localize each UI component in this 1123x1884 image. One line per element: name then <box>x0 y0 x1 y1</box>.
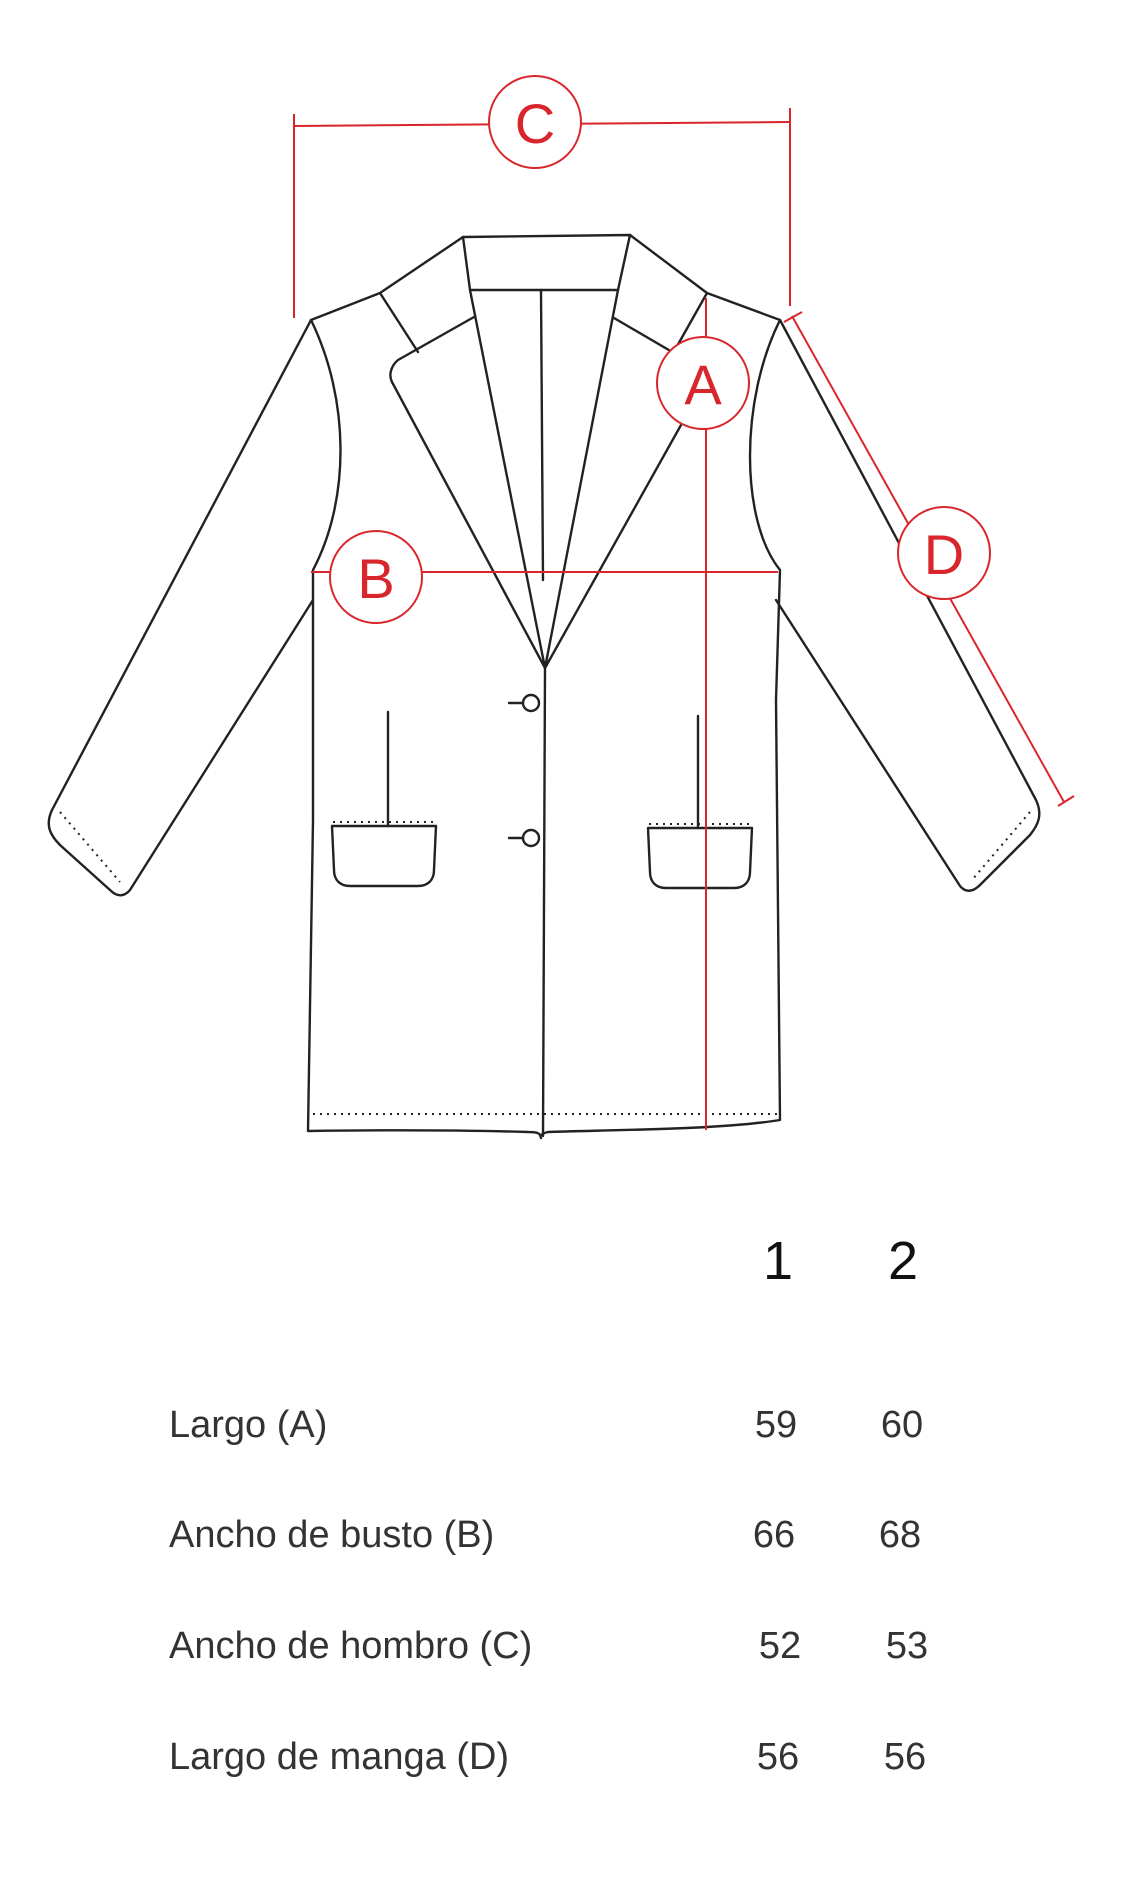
marker-b: B <box>329 530 423 624</box>
row-label: Largo (A) <box>169 1404 328 1446</box>
stitching <box>59 811 1031 1115</box>
table-row: Ancho de busto (B) 66 68 <box>0 1514 1123 1574</box>
size-header-2: 2 <box>887 1231 919 1291</box>
table-row: Ancho de hombro (C) 52 53 <box>0 1625 1123 1685</box>
left-sleeve <box>47 318 315 897</box>
size-header-1: 1 <box>762 1231 794 1291</box>
svg-text:B: B <box>357 547 394 610</box>
svg-text:D: D <box>924 523 964 586</box>
left-pocket <box>330 824 438 888</box>
table-row: Largo (A) 59 60 <box>0 1404 1123 1464</box>
marker-a: A <box>656 336 750 430</box>
size-table: 1 2 Largo (A) 59 60 Ancho de busto (B) 6… <box>0 1230 1123 1790</box>
measure-d-bottom-tick <box>1057 795 1075 807</box>
row-label: Largo de manga (D) <box>169 1736 510 1778</box>
left-lapel <box>389 288 547 670</box>
marker-c: C <box>488 75 582 169</box>
marker-d: D <box>897 506 991 600</box>
collar-center-seam <box>539 288 545 582</box>
left-collar-notch <box>378 291 420 354</box>
left-cuff-stitch <box>59 811 121 883</box>
row-value-size-2: 68 <box>878 1514 922 1556</box>
row-label: Ancho de busto (B) <box>169 1514 495 1556</box>
svg-text:A: A <box>684 353 722 416</box>
row-value-size-2: 53 <box>885 1625 929 1667</box>
row-value-size-1: 59 <box>754 1404 798 1446</box>
collar-band <box>461 233 632 292</box>
row-value-size-2: 56 <box>883 1736 927 1778</box>
row-value-size-2: 60 <box>880 1404 924 1446</box>
right-cuff-stitch <box>971 811 1031 881</box>
measure-d-top-tick <box>783 311 803 323</box>
button-bottom <box>507 828 541 848</box>
right-sleeve <box>774 318 1041 892</box>
row-value-size-1: 52 <box>758 1625 802 1667</box>
row-value-size-1: 66 <box>752 1514 796 1556</box>
jacket-body <box>306 233 782 1140</box>
row-value-size-1: 56 <box>756 1736 800 1778</box>
jacket-outline <box>47 233 1041 1140</box>
jacket-measurement-diagram: C A B D <box>47 75 1075 1140</box>
svg-text:C: C <box>515 92 555 155</box>
row-label: Ancho de hombro (C) <box>169 1625 533 1667</box>
measurement-lines <box>293 108 1075 1130</box>
button-top <box>507 693 541 713</box>
table-row: Largo de manga (D) 56 56 <box>0 1736 1123 1796</box>
right-pocket <box>646 826 754 890</box>
front-opening <box>541 666 547 1138</box>
right-collar-notch <box>674 291 709 350</box>
